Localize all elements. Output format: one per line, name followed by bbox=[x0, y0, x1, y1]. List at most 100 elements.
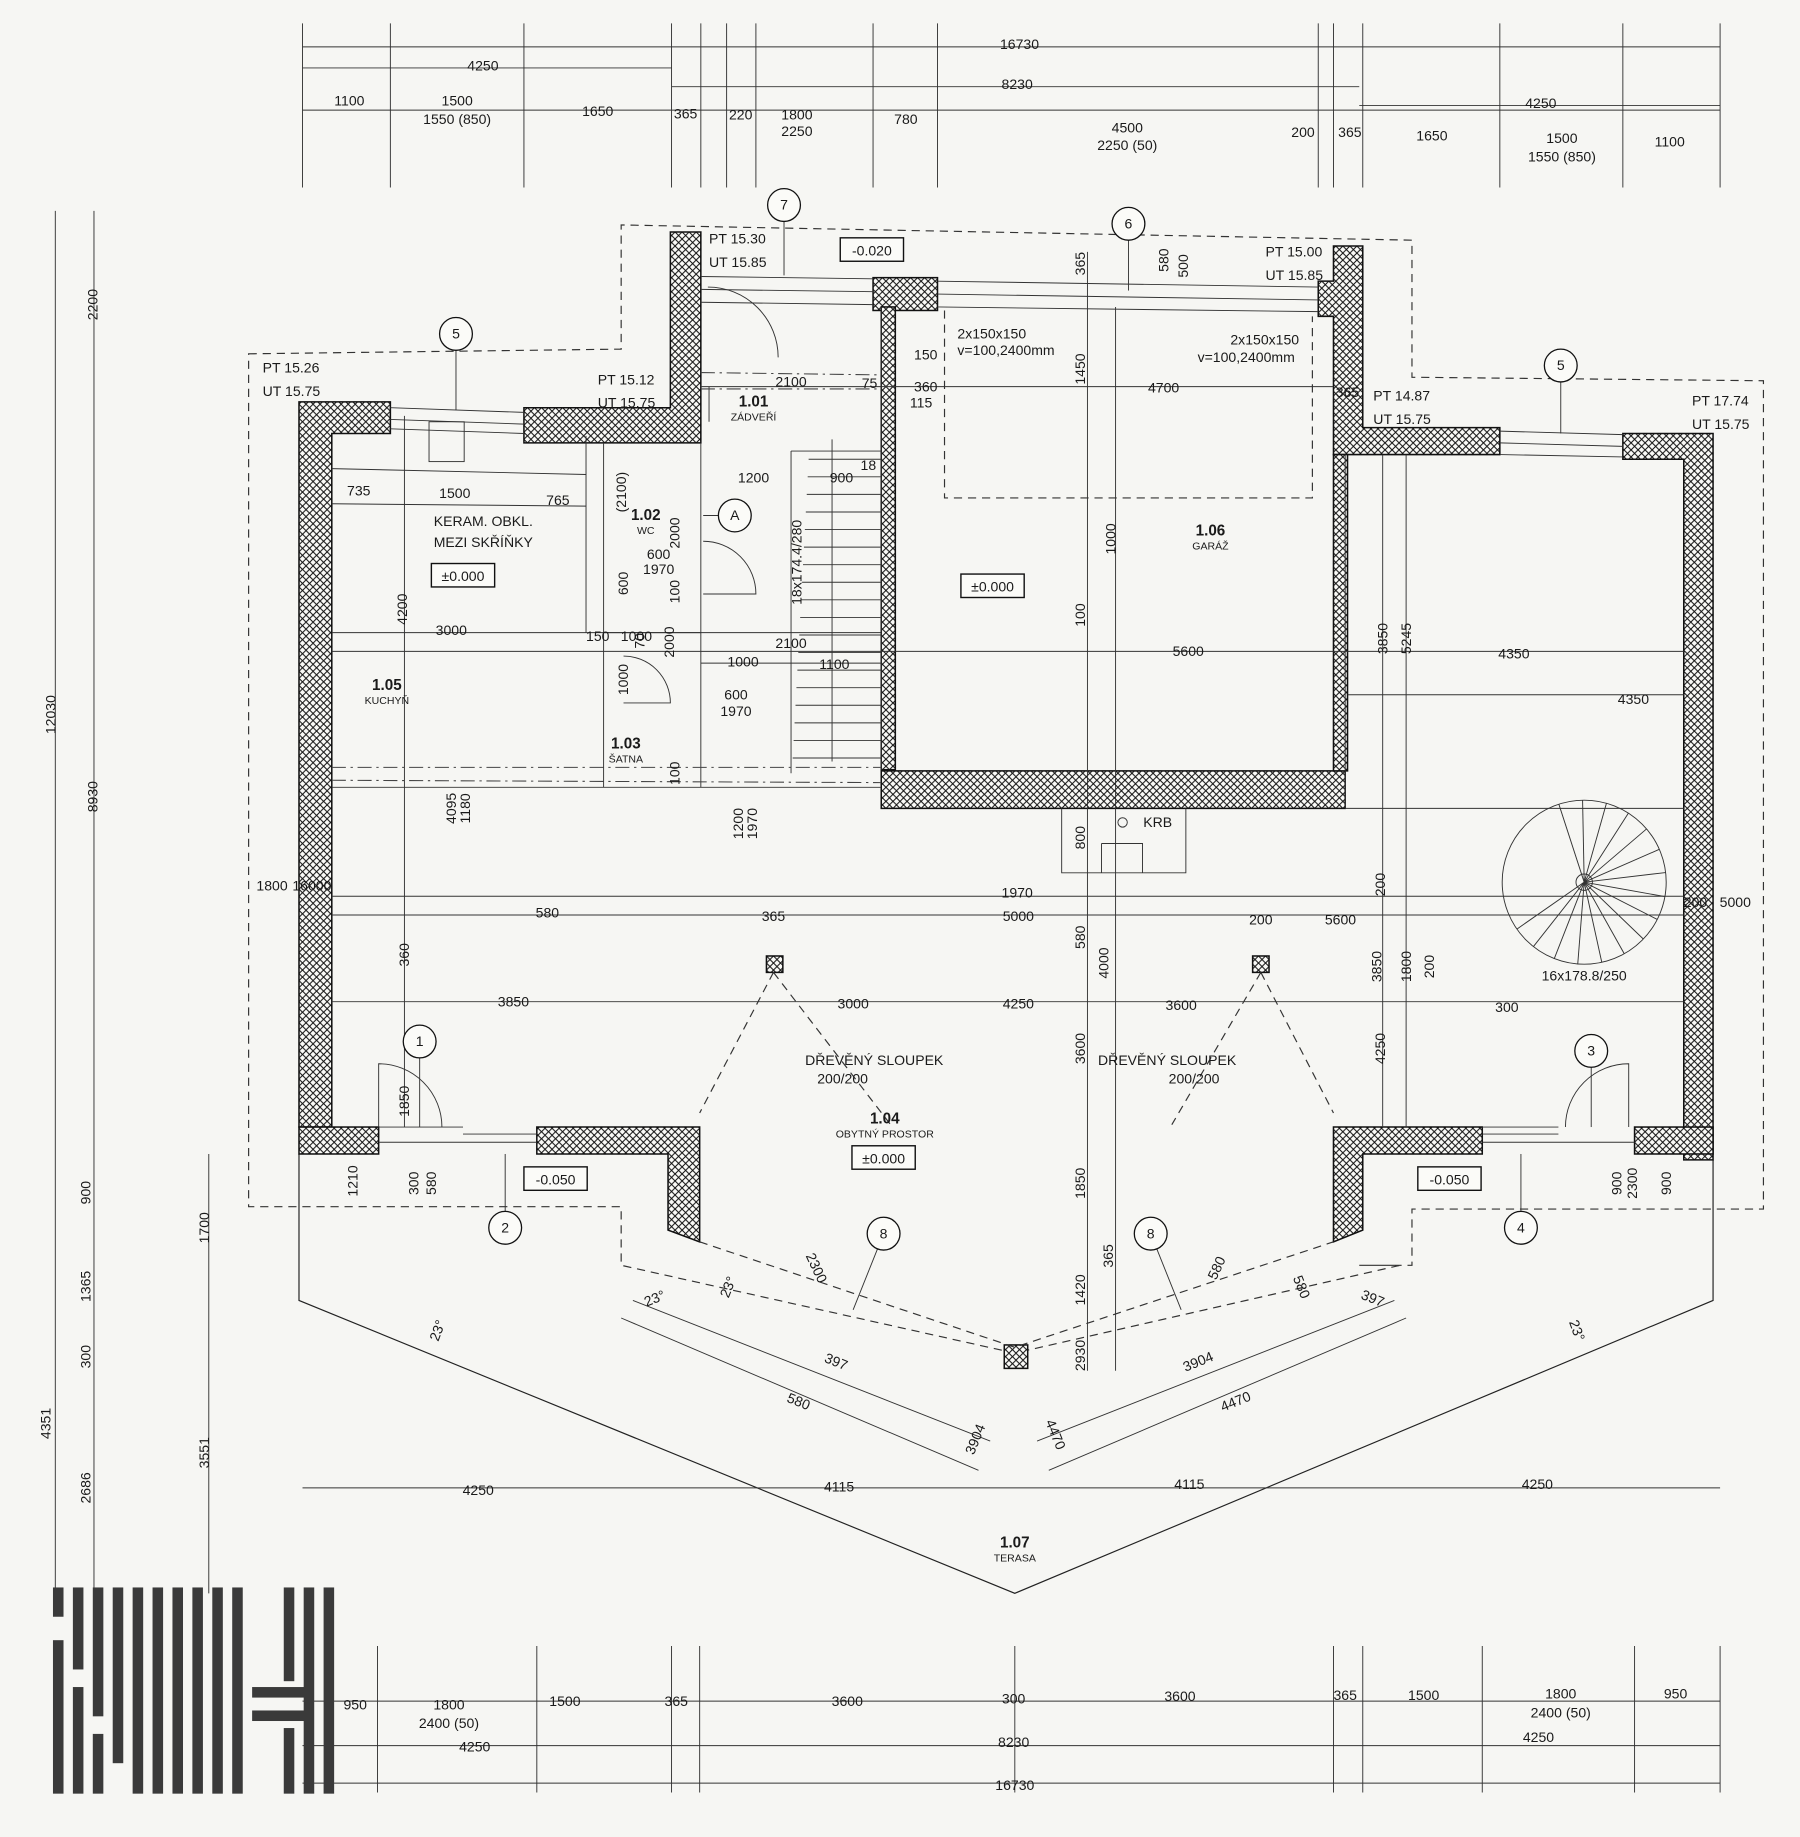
dimension-label: 300 bbox=[77, 1345, 93, 1369]
annotation-text: 200/200 bbox=[817, 1071, 868, 1087]
annotation-text: 16x178.8/250 bbox=[1542, 968, 1627, 984]
dimension-label: 1180 bbox=[457, 793, 473, 823]
dimension-label: 365 bbox=[674, 105, 698, 121]
dimension-label: 23° bbox=[642, 1287, 668, 1310]
dimension-label: 360 bbox=[396, 943, 412, 967]
marker-label: 5 bbox=[452, 326, 460, 342]
dimension-label: 3600 bbox=[1164, 1688, 1195, 1704]
diagonal-dimension-line bbox=[632, 1299, 991, 1442]
dimension-label: 2400 (50) bbox=[419, 1715, 479, 1731]
elevation-ut: UT 15.85 bbox=[1266, 267, 1324, 283]
dimension-label: 100 bbox=[667, 761, 683, 785]
marker-label: 8 bbox=[880, 1225, 888, 1241]
dimension-label: 4200 bbox=[394, 593, 410, 624]
marker-circle bbox=[438, 316, 474, 351]
dimension-label: 150 bbox=[586, 628, 610, 644]
dimension-label: 900 bbox=[1658, 1171, 1674, 1195]
room-number: 1.02 bbox=[631, 507, 661, 524]
dimension-label: 500 bbox=[1175, 254, 1191, 278]
annotation-text: DŘEVĚNÝ SLOUPEK bbox=[805, 1052, 944, 1068]
room-number: 1.07 bbox=[1000, 1535, 1030, 1552]
dimension-label: 16730 bbox=[1000, 36, 1039, 52]
dimension-label: 2200 bbox=[84, 289, 100, 320]
marker-circle bbox=[1574, 1033, 1609, 1068]
dimension-label: 1650 bbox=[1416, 128, 1447, 144]
marker-label: 6 bbox=[1125, 215, 1133, 231]
dimension-label: 4500 bbox=[1112, 119, 1143, 135]
dimension-label: 4250 bbox=[463, 1482, 494, 1498]
dimension-label: 4250 bbox=[1372, 1033, 1388, 1064]
dimension-label: 5600 bbox=[1325, 911, 1356, 927]
room-number: 1.01 bbox=[739, 394, 769, 411]
level-box bbox=[851, 1145, 916, 1170]
dimension-label: 3000 bbox=[436, 622, 467, 638]
dimension-label: 1500 bbox=[439, 485, 470, 501]
dimension-label: 4700 bbox=[1148, 379, 1179, 395]
dimension-label: 1800 bbox=[1545, 1686, 1576, 1702]
marker-circle bbox=[1543, 348, 1578, 383]
dimension-label: 5000 bbox=[1720, 894, 1751, 910]
dimension-label: 8230 bbox=[1002, 76, 1033, 92]
dimension-label: 115 bbox=[910, 395, 933, 411]
dimension-label: 4250 bbox=[1003, 996, 1034, 1012]
level-box bbox=[1417, 1166, 1482, 1192]
annotation-text: (2100) bbox=[613, 472, 629, 513]
dimension-label: 3600 bbox=[1166, 997, 1197, 1013]
dimension-label: 3850 bbox=[1369, 951, 1385, 982]
spiral-stair bbox=[1516, 800, 1666, 964]
marker-circle bbox=[402, 1024, 437, 1059]
dimension-label: 4250 bbox=[459, 1738, 490, 1754]
dimension-label: 23° bbox=[716, 1274, 739, 1300]
spiral-step bbox=[1583, 881, 1625, 954]
marker-label: 8 bbox=[1147, 1225, 1155, 1241]
dimension-label: 1970 bbox=[744, 808, 760, 839]
dimension-label: 300 bbox=[1002, 1690, 1026, 1706]
room-number: 1.03 bbox=[611, 736, 641, 753]
level-value: -0.050 bbox=[536, 1171, 576, 1187]
elevation-pt: PT 15.30 bbox=[709, 231, 766, 247]
annotation-text: 2x150x150 bbox=[957, 326, 1026, 342]
dimension-label: 200 bbox=[1421, 955, 1437, 979]
straight-stair bbox=[792, 439, 882, 762]
dimension-label: 1000 bbox=[1103, 523, 1119, 554]
dimension-label: 3600 bbox=[832, 1693, 863, 1709]
spiral-step bbox=[1553, 882, 1585, 959]
dimension-label: 1800 bbox=[1398, 951, 1414, 982]
room-number: 1.05 bbox=[372, 677, 402, 694]
diagonal-dimension-line bbox=[1048, 1317, 1407, 1471]
dimension-label: 765 bbox=[546, 492, 570, 508]
spiral-step bbox=[1584, 872, 1666, 883]
diagonal-dimension-line bbox=[1036, 1299, 1395, 1442]
interior-lines bbox=[331, 276, 1684, 1348]
annotation-text: KRB bbox=[1143, 814, 1172, 830]
walls bbox=[298, 231, 1714, 1370]
dimension-label: 100 bbox=[667, 580, 683, 604]
dimension-label: 4000 bbox=[1096, 947, 1112, 978]
marker-label: 2 bbox=[501, 1219, 509, 1235]
dimension-label: 4351 bbox=[38, 1408, 54, 1439]
room-name: TERASA bbox=[994, 1553, 1036, 1565]
dimension-label: 2000 bbox=[661, 626, 677, 657]
dimension-label: 70 bbox=[632, 633, 648, 649]
spiral-step bbox=[1584, 881, 1666, 898]
spiral-step bbox=[1516, 881, 1585, 930]
dimension-label: 1000 bbox=[621, 628, 652, 644]
elevation-pt: PT 17.74 bbox=[1692, 392, 1749, 408]
dimension-label: 365 bbox=[1100, 1244, 1116, 1268]
dimension-label: 1365 bbox=[77, 1271, 93, 1302]
dimension-label: 5245 bbox=[1398, 623, 1414, 654]
dimension-label: 4350 bbox=[1618, 691, 1649, 707]
marker-circle bbox=[1503, 1210, 1538, 1245]
dimension-label: 2100 bbox=[775, 374, 806, 390]
roof-outline bbox=[248, 224, 1765, 1354]
dimension-label: 2250 bbox=[781, 123, 812, 139]
elevation-ut: UT 15.75 bbox=[1373, 411, 1431, 427]
dimension-label: 1420 bbox=[1072, 1274, 1088, 1305]
terrace-outline bbox=[298, 1153, 1714, 1594]
dimension-label: 2100 bbox=[775, 635, 806, 651]
dimension-label: 18 bbox=[861, 457, 877, 473]
